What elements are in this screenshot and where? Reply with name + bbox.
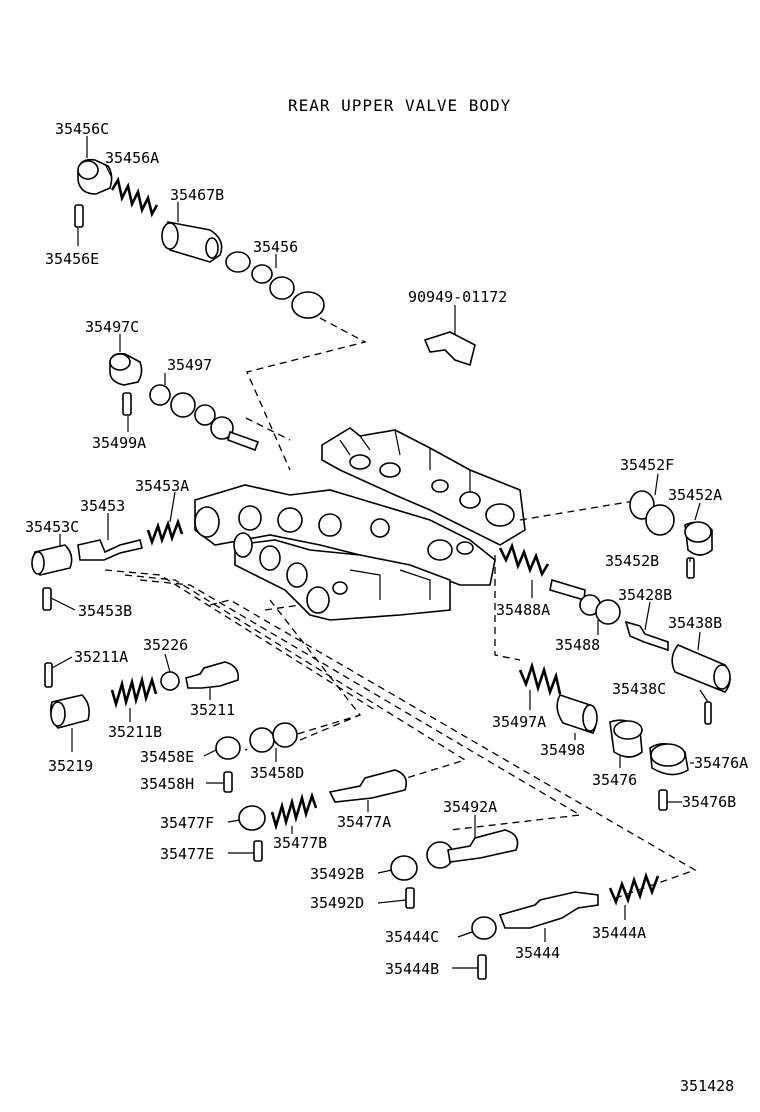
part-35499A-pin [122,392,132,416]
label-35438C: 35438C [612,680,666,698]
part-35456A-spring [110,176,159,218]
label-35453A: 35453A [135,477,189,495]
label-35444A: 35444A [592,924,646,942]
part-labels: 35456C 35456A 35467B 35456E 35456 90949-… [25,120,748,978]
label-35458D: 35458D [250,764,304,782]
label-35488: 35488 [555,636,600,654]
label-35456: 35456 [253,238,298,256]
figure-id: 351428 [680,1077,734,1095]
part-35453A-spring [146,518,184,546]
label-35211B: 35211B [108,723,162,741]
label-35428B: 35428B [618,586,672,604]
part-35453-drawing [77,539,143,561]
label-35452F: 35452F [620,456,674,474]
part-35492A-drawing [426,829,519,869]
part-35226-drawing [160,671,180,691]
label-35456E: 35456E [45,250,99,268]
part-35456-drawing [225,251,325,319]
label-35456C: 35456C [55,120,109,138]
label-35211A: 35211A [74,648,128,666]
label-35452A: 35452A [668,486,722,504]
part-35452A-drawing [684,521,713,556]
part-35467B-drawing [161,221,223,263]
part-35476B-pin [658,789,668,811]
label-35444: 35444 [515,944,560,962]
label-35492B: 35492B [310,865,364,883]
label-35476: 35476 [592,771,637,789]
part-35497A-spring [518,661,562,697]
part-35458E-drawing [215,736,241,760]
part-35456E-pin [74,204,84,228]
label-35444B: 35444B [385,960,439,978]
label-35219: 35219 [48,757,93,775]
assembly-guide-lines [104,317,697,901]
label-35477B: 35477B [273,834,327,852]
part-35477A-drawing [328,769,408,803]
label-90949-01172: 90949-01172 [408,288,507,306]
label-35458H: 35458H [140,775,194,793]
label-35467B: 35467B [170,186,224,204]
label-35492A: 35492A [443,798,497,816]
part-35428B-drawing [624,620,669,652]
label-35477A: 35477A [337,813,391,831]
label-35476B: 35476B [682,793,736,811]
label-35476A: 35476A [694,754,748,772]
label-35211: 35211 [190,701,235,719]
label-35458E: 35458E [140,748,194,766]
part-35211-drawing [185,661,240,689]
part-35488-drawing [549,578,621,625]
part-35219-drawing [50,694,90,729]
label-35453: 35453 [80,497,125,515]
label-35456A: 35456A [105,149,159,167]
part-35497-drawing [149,384,260,452]
label-35477E: 35477E [160,845,214,863]
label-35452B: 35452B [605,552,659,570]
part-35444-drawing [498,891,599,929]
label-35453B: 35453B [78,602,132,620]
label-35497C: 35497C [85,318,139,336]
part-35476-drawing [609,719,643,758]
part-35477F-drawing [238,805,266,831]
part-35488A-spring [498,542,550,578]
part-35492D-pin [405,887,415,909]
part-35453C-drawing [31,544,73,576]
leader-lines [50,136,709,969]
part-35438B-drawing [671,644,731,693]
valve-body-housing [194,427,526,621]
label-35498: 35498 [540,741,585,759]
part-35444C-drawing [471,916,497,940]
part-35438C-pin [704,701,712,725]
label-35438B: 35438B [668,614,722,632]
part-35458H-pin [223,771,233,793]
part-35458D-drawing [249,722,298,753]
part-35211A-pin [44,662,53,688]
part-35476A-drawing [649,743,689,776]
part-35497C-drawing [109,352,143,386]
part-90949-01172-drawing [423,331,476,367]
label-35499A: 35499A [92,434,146,452]
label-35492D: 35492D [310,894,364,912]
part-35453B-pin [42,587,52,611]
part-35444A-spring [608,871,660,906]
part-35452F-drawing [629,490,675,536]
label-35477F: 35477F [160,814,214,832]
label-35444C: 35444C [385,928,439,946]
part-35211B-spring [110,674,158,709]
label-35226: 35226 [143,636,188,654]
part-35498-drawing [556,694,598,734]
label-35488A: 35488A [496,601,550,619]
label-35453C: 35453C [25,518,79,536]
label-35497A: 35497A [492,713,546,731]
part-35477E-pin [253,840,263,862]
part-35444B-pin [477,954,487,980]
diagram-title: REAR UPPER VALVE BODY [288,96,511,115]
label-35497: 35497 [167,356,212,374]
part-35477B-spring [270,791,318,831]
part-35456C-drawing [77,158,113,195]
part-35492B-drawing [390,855,418,881]
